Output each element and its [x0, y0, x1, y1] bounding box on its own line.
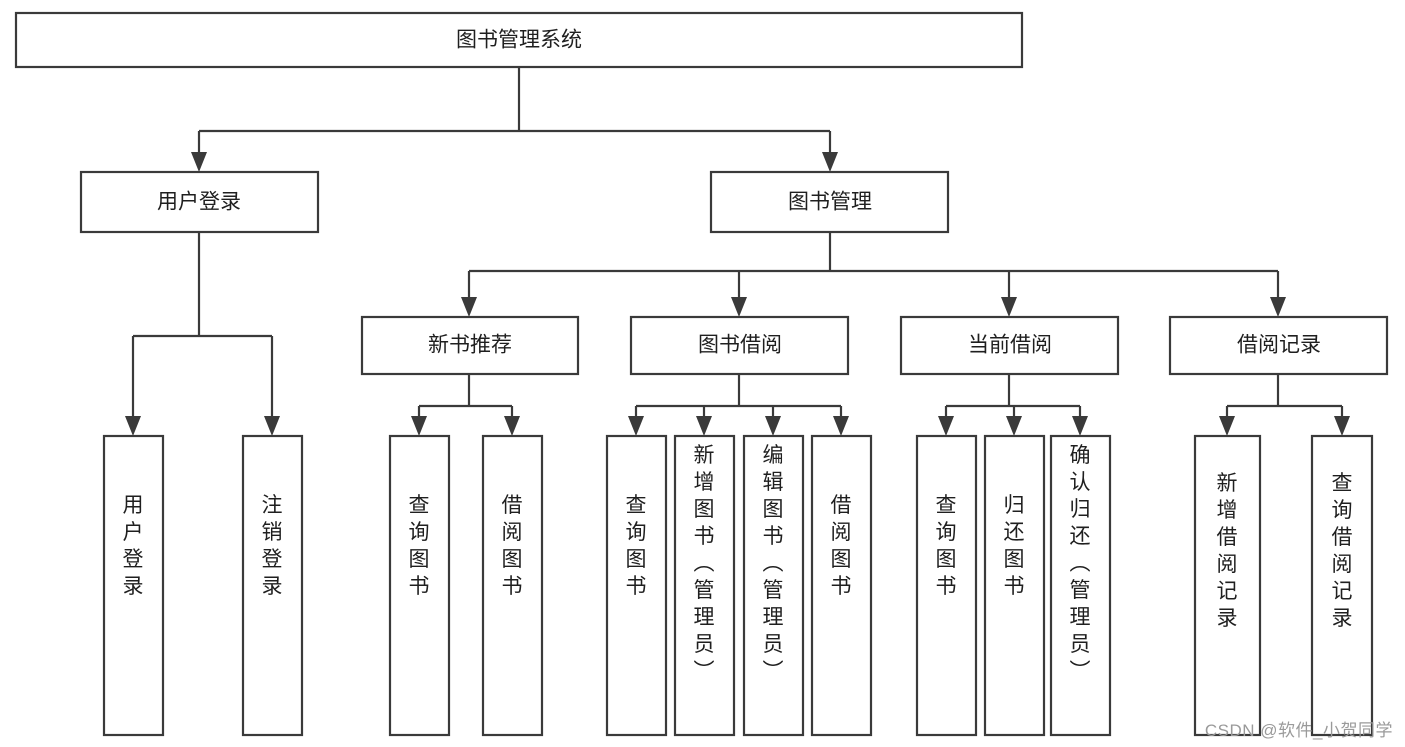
node-leaf-add-book-admin[interactable]: 新增图书︵管理员︶ [673, 434, 736, 737]
node-new-book-recommend[interactable]: 新书推荐 [360, 315, 580, 376]
node-leaf-borrow-book-rec-label: 借阅图书 [502, 494, 523, 598]
node-leaf-logout[interactable]: 注销登录 [241, 434, 304, 737]
node-leaf-logout-label: 注销登录 [262, 494, 283, 598]
node-leaf-confirm-return-admin-label: 确认归还︵管理员︶ [1070, 444, 1091, 683]
node-user-login[interactable]: 用户登录 [79, 170, 320, 234]
node-leaf-query-book-current[interactable]: 查询图书 [915, 434, 978, 737]
node-leaf-query-book-rec-label: 查询图书 [409, 494, 430, 598]
connector-borrow-record-to-leaves [1219, 374, 1350, 436]
node-leaf-user-login-label: 用户登录 [123, 494, 144, 598]
node-new-book-recommend-label: 新书推荐 [428, 334, 512, 357]
node-leaf-user-login[interactable]: 用户登录 [102, 434, 165, 737]
node-leaf-add-borrow-record-label: 新增借阅记录 [1217, 472, 1238, 630]
connector-book-borrow-to-leaves [628, 374, 849, 436]
node-book-borrow[interactable]: 图书借阅 [629, 315, 850, 376]
node-leaf-confirm-return-admin[interactable]: 确认归还︵管理员︶ [1049, 434, 1112, 737]
node-leaf-query-book-current-label: 查询图书 [936, 494, 957, 598]
node-root[interactable]: 图书管理系统 [14, 11, 1024, 69]
node-leaf-borrow-book-rec[interactable]: 借阅图书 [481, 434, 544, 737]
node-leaf-query-book-borrow-label: 查询图书 [626, 494, 647, 598]
node-user-login-label: 用户登录 [157, 191, 241, 214]
connector-current-borrow-to-leaves [938, 374, 1088, 436]
node-book-management[interactable]: 图书管理 [709, 170, 950, 234]
node-leaf-query-borrow-record[interactable]: 查询借阅记录 [1310, 434, 1374, 737]
node-leaf-edit-book-admin[interactable]: 编辑图书︵管理员︶ [742, 434, 805, 737]
connector-book-management-to-level3 [461, 232, 1286, 317]
node-current-borrow[interactable]: 当前借阅 [899, 315, 1120, 376]
node-leaf-borrow-book[interactable]: 借阅图书 [810, 434, 873, 737]
node-leaf-return-book[interactable]: 归还图书 [983, 434, 1046, 737]
node-leaf-add-book-admin-label: 新增图书︵管理员︶ [694, 444, 715, 683]
node-leaf-add-borrow-record[interactable]: 新增借阅记录 [1193, 434, 1262, 737]
node-leaf-query-borrow-record-label: 查询借阅记录 [1332, 472, 1353, 630]
node-leaf-borrow-book-label: 借阅图书 [831, 494, 852, 598]
node-leaf-query-book-rec[interactable]: 查询图书 [388, 434, 451, 737]
node-leaf-return-book-label: 归还图书 [1004, 494, 1025, 598]
node-book-borrow-label: 图书借阅 [698, 334, 782, 357]
node-current-borrow-label: 当前借阅 [968, 334, 1052, 357]
connector-new-book-recommend-to-leaves [411, 374, 520, 436]
node-borrow-record-label: 借阅记录 [1237, 334, 1321, 357]
node-leaf-query-book-borrow[interactable]: 查询图书 [605, 434, 668, 737]
connector-root-to-level2 [191, 67, 838, 172]
node-book-management-label: 图书管理 [788, 191, 872, 214]
connector-user-login-to-leaves [125, 232, 280, 436]
node-borrow-record[interactable]: 借阅记录 [1168, 315, 1389, 376]
node-leaf-edit-book-admin-label: 编辑图书︵管理员︶ [763, 444, 784, 683]
node-root-label: 图书管理系统 [456, 29, 582, 52]
